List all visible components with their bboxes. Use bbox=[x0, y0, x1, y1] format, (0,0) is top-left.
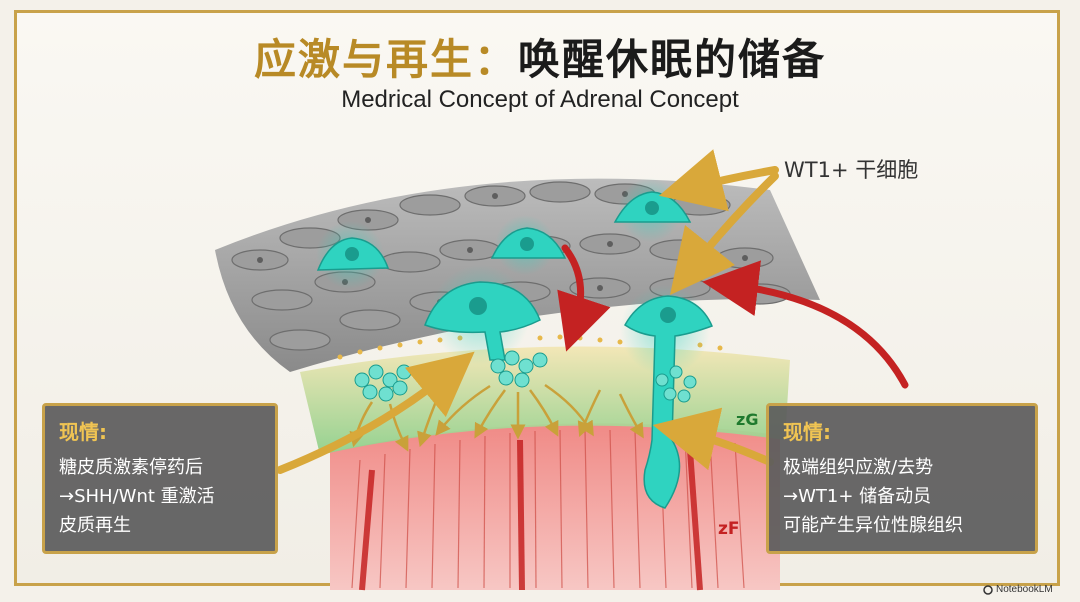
wt1-stem-cell-label: WT1+ 干细胞 bbox=[784, 154, 918, 184]
right-box-line: →WT1+ 储备动员 bbox=[783, 482, 1021, 511]
right-box-line: 极端组织应激/去势 bbox=[783, 453, 1021, 482]
zf-label: zF bbox=[718, 519, 740, 539]
left-box-line: →SHH/Wnt 重激活 bbox=[59, 482, 261, 511]
zg-label: zG bbox=[736, 410, 758, 429]
notebooklm-logo-icon bbox=[984, 586, 992, 594]
right-box-line: 可能产生异位性腺组织 bbox=[783, 511, 1021, 540]
left-box-line: 糖皮质激素停药后 bbox=[59, 453, 261, 482]
right-info-box: 现情: 极端组织应激/去势 →WT1+ 储备动员 可能产生异位性腺组织 bbox=[766, 403, 1038, 554]
left-box-line: 皮质再生 bbox=[59, 511, 261, 540]
notebooklm-watermark: NotebookLM bbox=[996, 584, 1053, 595]
right-box-header: 现情: bbox=[783, 416, 1021, 445]
zf-layer bbox=[330, 423, 780, 590]
left-info-box: 现情: 糖皮质激素停药后 →SHH/Wnt 重激活 皮质再生 bbox=[42, 403, 278, 554]
left-box-header: 现情: bbox=[59, 416, 261, 445]
